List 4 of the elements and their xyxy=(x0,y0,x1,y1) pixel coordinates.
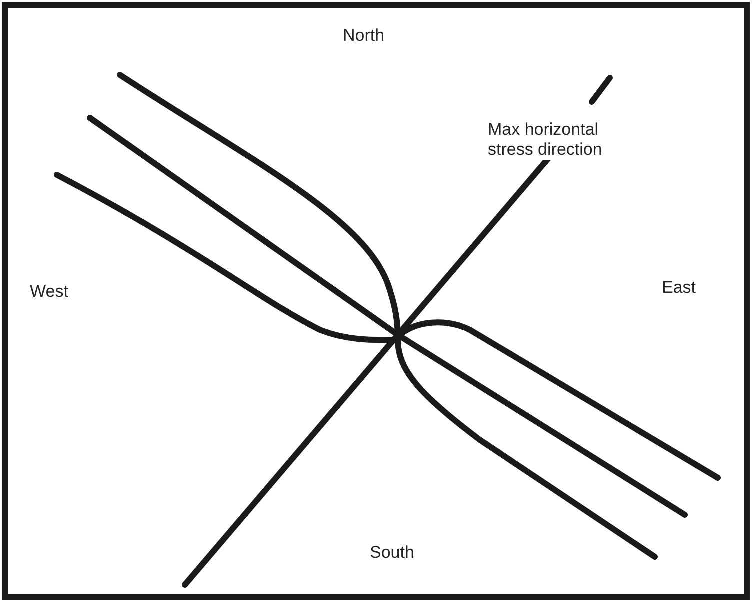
compass-label: North xyxy=(343,26,385,46)
compass-label: South xyxy=(370,543,414,563)
compass-label: West xyxy=(30,282,68,302)
compass-label: East xyxy=(662,278,696,298)
